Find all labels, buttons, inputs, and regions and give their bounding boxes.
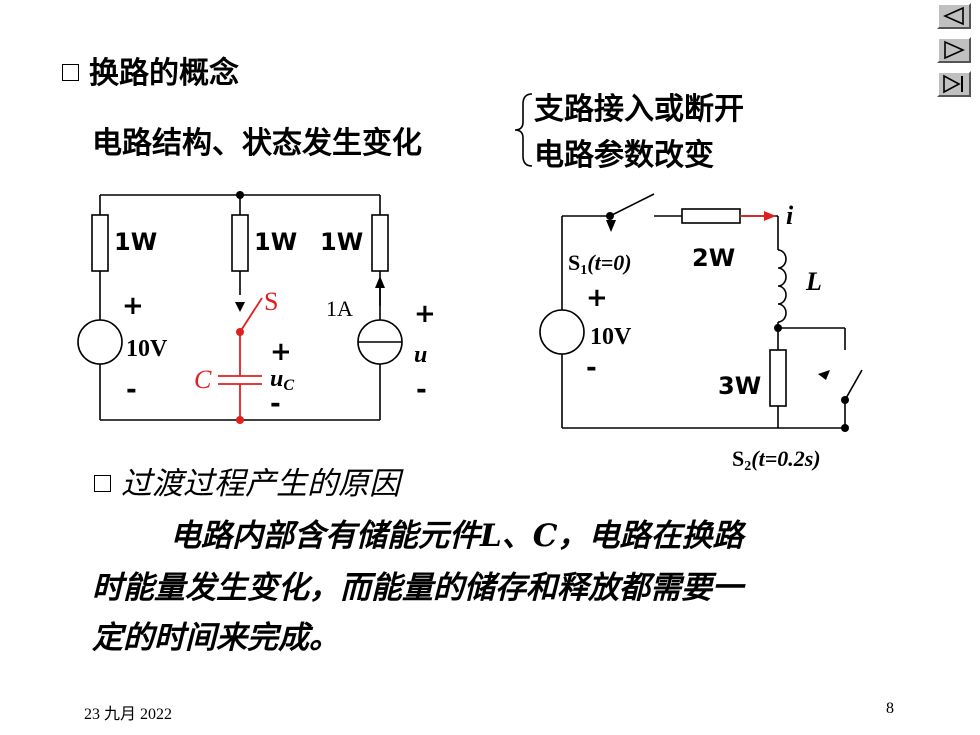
- slide-page-number: 8: [886, 700, 894, 717]
- section-heading-cause: 过渡过程产生的原因: [94, 458, 400, 503]
- circuit-diagram-1: 1W 1W 1W + 10V - S C + uC - 1A + u -: [77, 191, 436, 424]
- nav-prev-button[interactable]: [937, 3, 971, 29]
- source2-minus: -: [586, 353, 597, 383]
- r2-label: 1W: [254, 228, 297, 256]
- curly-brace-icon: [514, 93, 533, 167]
- circuit-diagram-2: S1(t=0) 2W i L + 10V - 3W S2(t=0.2s): [539, 193, 863, 474]
- u-plus: +: [414, 299, 436, 329]
- nav-next-button[interactable]: [937, 37, 971, 63]
- nav-last-icon: [943, 74, 963, 94]
- body-line-1: 电路内部含有储能元件L、C，电路在换路: [170, 518, 744, 554]
- switch-s-label: S: [264, 287, 278, 316]
- bullet-square-icon: [94, 475, 111, 492]
- section-heading-switching: 换路的概念: [62, 48, 239, 92]
- nav-next-icon: [944, 40, 965, 60]
- s2-label: S2(t=0.2s): [732, 446, 821, 474]
- cap-plus: +: [270, 337, 292, 367]
- source1-plus: +: [122, 291, 144, 321]
- capacitor-label: C: [194, 365, 212, 394]
- s1-label: S1(t=0): [568, 250, 632, 278]
- nav-last-button[interactable]: [937, 71, 971, 97]
- brace-item-branch: 支路接入或断开: [534, 92, 744, 127]
- structure-change-label: 电路结构、状态发生变化: [92, 126, 422, 161]
- resistor-3w-label: 3W: [718, 372, 761, 400]
- body-line-3: 定的时间来完成。: [92, 620, 340, 656]
- slide-date: 23 九月 2022: [84, 706, 173, 723]
- r3-label: 1W: [320, 228, 363, 256]
- body-line-2: 时能量发生变化，而能量的储存和释放都需要一: [92, 570, 743, 606]
- source2-plus: +: [586, 283, 608, 313]
- cap-voltage-label: uC: [270, 366, 294, 394]
- bullet-square-icon: [62, 64, 79, 81]
- source2-value: 10V: [590, 324, 632, 350]
- source1-minus: -: [126, 375, 137, 405]
- resistor-2w-label: 2W: [692, 244, 735, 272]
- nav-prev-icon: [943, 6, 964, 26]
- heading-text: 换路的概念: [89, 56, 239, 91]
- current-i-label: i: [786, 201, 794, 230]
- r1-label: 1W: [114, 228, 157, 256]
- brace-item-parameter: 电路参数改变: [534, 138, 714, 173]
- u-label: u: [414, 342, 427, 368]
- cap-minus: -: [270, 389, 281, 419]
- cause-heading-text: 过渡过程产生的原因: [121, 466, 400, 502]
- current-source-label: 1A: [326, 296, 353, 321]
- u-minus: -: [416, 375, 427, 405]
- inductor-l-label: L: [805, 267, 822, 296]
- source1-value: 10V: [126, 336, 168, 362]
